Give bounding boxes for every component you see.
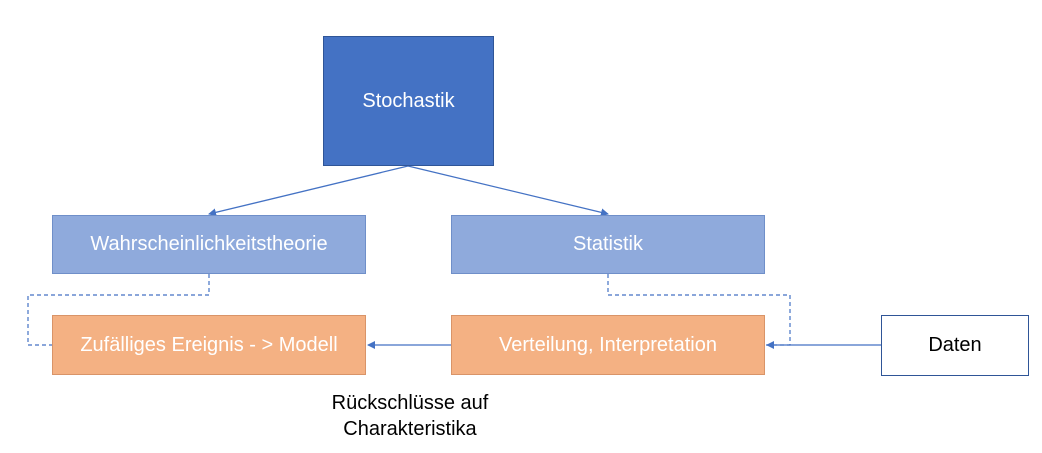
node-zufaelliges-ereignis: Zufälliges Ereignis - > Modell <box>52 315 366 375</box>
arrow-root-to-wahrscheinlichkeit <box>208 165 409 217</box>
node-daten: Daten <box>881 315 1029 376</box>
node-verteilung: Verteilung, Interpretation <box>451 315 765 375</box>
annotation-line-2: Charakteristika <box>343 418 477 440</box>
node-stochastik-label: Stochastik <box>362 89 455 112</box>
node-wahrscheinlichkeitstheorie-label: Wahrscheinlichkeitstheorie <box>90 233 328 255</box>
node-verteilung-label: Verteilung, Interpretation <box>499 333 717 356</box>
node-zufaelliges-ereignis-label: Zufälliges Ereignis - > Modell <box>80 333 338 356</box>
annotation-line-1: Rückschlüsse auf <box>331 392 489 414</box>
node-statistik-label: Statistik <box>572 233 644 255</box>
arrow-root-to-statistik <box>407 165 609 217</box>
dashed-link-wahrscheinlichkeit-zufall <box>27 274 210 346</box>
node-daten-label: Daten <box>928 334 982 356</box>
node-wahrscheinlichkeitstheorie: Wahrscheinlichkeitstheorie <box>52 215 366 274</box>
node-statistik: Statistik <box>451 215 765 274</box>
annotation-rueckschluesse: Rückschlüsse auf Charakteristika <box>300 390 520 442</box>
node-stochastik: Stochastik <box>323 36 494 166</box>
